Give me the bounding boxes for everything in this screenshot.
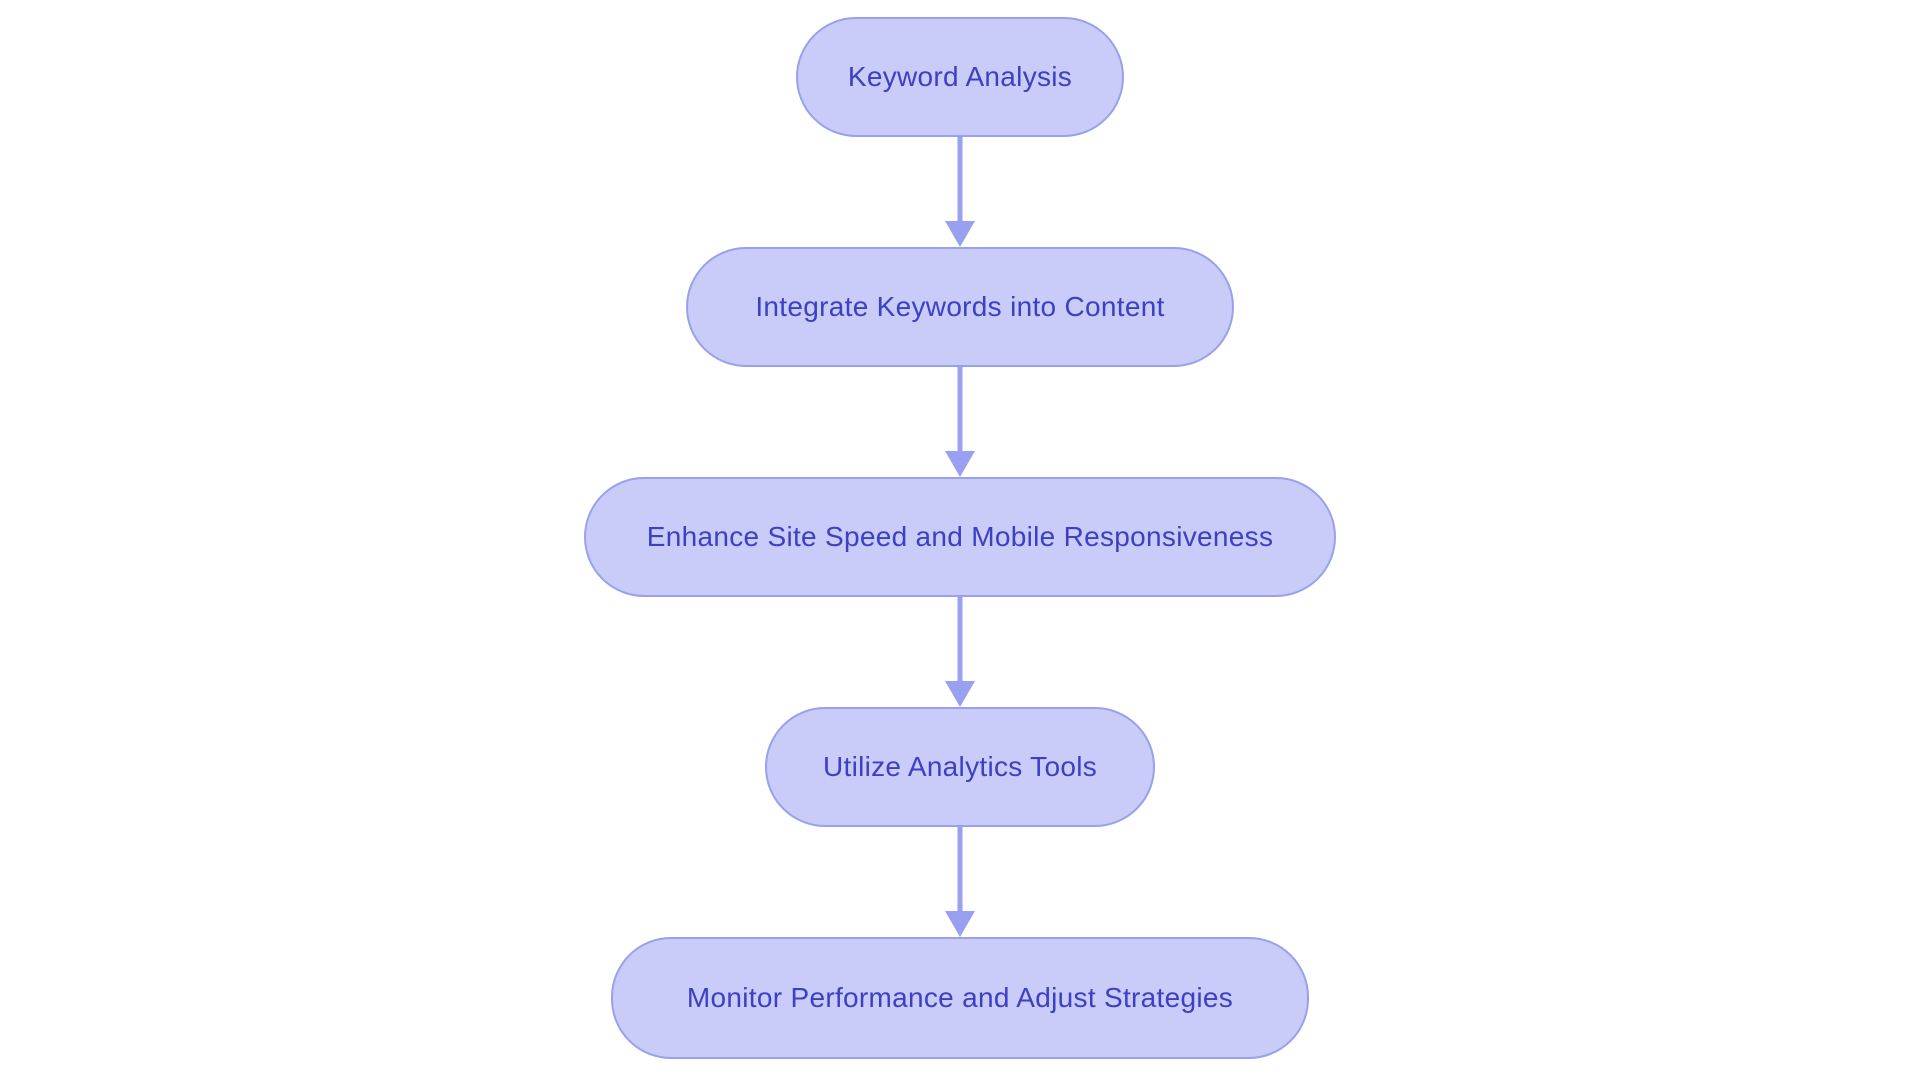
arrow-head-icon — [945, 221, 975, 247]
arrow-head-icon — [945, 911, 975, 937]
flow-node-label: Integrate Keywords into Content — [755, 291, 1165, 322]
flow-arrow-n3-n4 — [944, 597, 976, 707]
flow-arrow-n4-n5 — [944, 827, 976, 937]
flow-node-analytics-tools: Utilize Analytics Tools — [765, 707, 1155, 827]
flow-node-label: Enhance Site Speed and Mobile Responsive… — [646, 521, 1274, 552]
arrow-stem — [957, 137, 963, 225]
arrow-stem — [957, 367, 963, 455]
flow-arrow-n1-n2 — [944, 137, 976, 247]
arrow-head-icon — [945, 451, 975, 477]
arrow-stem — [957, 827, 963, 915]
flow-node-label: Utilize Analytics Tools — [822, 751, 1098, 782]
flow-node-integrate-keywords: Integrate Keywords into Content — [686, 247, 1234, 367]
flow-node-site-speed-mobile: Enhance Site Speed and Mobile Responsive… — [584, 477, 1336, 597]
flow-node-label: Keyword Analysis — [847, 61, 1073, 92]
arrow-head-icon — [945, 681, 975, 707]
flow-node-keyword-analysis: Keyword Analysis — [796, 17, 1124, 137]
flow-node-label: Monitor Performance and Adjust Strategie… — [686, 982, 1234, 1013]
flow-arrow-n2-n3 — [944, 367, 976, 477]
flow-node-monitor-performance: Monitor Performance and Adjust Strategie… — [611, 937, 1309, 1059]
arrow-stem — [957, 597, 963, 685]
